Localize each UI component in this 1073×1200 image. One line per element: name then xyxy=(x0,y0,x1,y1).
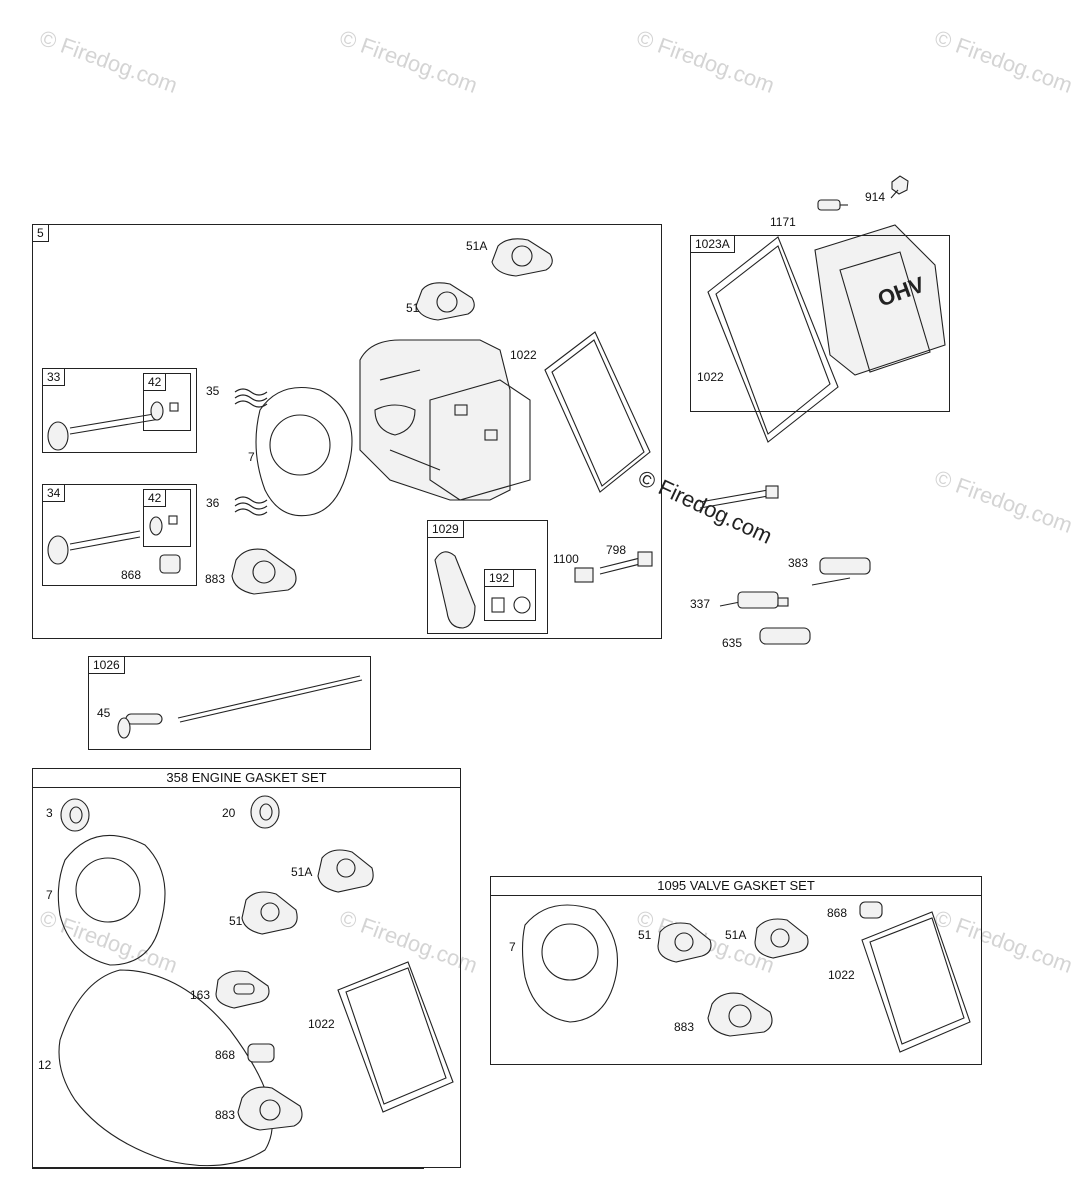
rocker-gasket-v1022-icon xyxy=(861,911,971,1053)
engine-gasket-set-box: 358 ENGINE GASKET SET xyxy=(32,768,461,1168)
label-e51a: 51A xyxy=(291,865,313,879)
label-914: 914 xyxy=(865,190,886,204)
valve-cover-icon: OHV xyxy=(814,224,946,376)
valve-keeper-42b-icon xyxy=(149,515,178,536)
head-bolt-icon xyxy=(699,485,779,509)
oil-seal-20-icon xyxy=(250,795,280,829)
group-box-1023a: 1023A xyxy=(690,235,950,412)
gasket-e51a-icon xyxy=(317,849,374,893)
tappet-45-icon xyxy=(117,713,163,739)
label-e163: 163 xyxy=(190,988,211,1002)
label-51a-top: 51A xyxy=(466,239,488,253)
group-box-192: 192 xyxy=(484,569,536,621)
valve-34-icon xyxy=(47,530,141,565)
valve-gasket-set-box: 1095 VALVE GASKET SET xyxy=(490,876,982,1065)
label-798: 798 xyxy=(606,543,627,557)
rocker-stud-798-icon xyxy=(599,551,653,575)
group-box-1026: 1026 xyxy=(88,656,371,750)
group-34-tag: 34 xyxy=(43,485,66,502)
label-e3: 3 xyxy=(46,806,53,820)
label-1171: 1171 xyxy=(770,215,796,229)
head-gasket-e7-icon xyxy=(57,834,166,966)
crankcase-gasket-12-icon xyxy=(58,969,273,1167)
label-v51a: 51A xyxy=(725,928,747,942)
gasket-v51a-icon xyxy=(754,918,809,959)
valve-spring-36-icon xyxy=(234,496,268,516)
valve-seal-868-icon xyxy=(159,554,181,574)
group-box-1029: 1029 xyxy=(427,520,548,634)
label-36: 36 xyxy=(206,496,220,510)
label-v7: 7 xyxy=(509,940,516,954)
sensor-383-icon xyxy=(811,557,871,586)
group-box-33: 33 xyxy=(42,368,197,453)
group-192-tag: 192 xyxy=(485,570,515,587)
label-7-head: 7 xyxy=(248,450,255,464)
head-gasket-v7-icon xyxy=(521,904,619,1023)
label-45: 45 xyxy=(97,706,111,720)
label-1100: 1100 xyxy=(553,552,579,566)
label-e868: 868 xyxy=(215,1048,236,1062)
valve-cover-gasket-icon xyxy=(707,236,839,443)
gasket-e883-icon xyxy=(237,1086,303,1131)
group-box-34: 34 xyxy=(42,484,197,586)
spark-plug-337-icon xyxy=(719,591,789,609)
valve-seal-e868-icon xyxy=(247,1043,275,1063)
gasket-e51-icon xyxy=(241,891,298,935)
rocker-cover-gasket-icon xyxy=(544,331,651,493)
label-883-head: 883 xyxy=(205,572,226,586)
group-box-5: 5 xyxy=(32,224,662,639)
rocker-gasket-e1022-icon xyxy=(337,961,454,1113)
label-e7: 7 xyxy=(46,888,53,902)
label-e883: 883 xyxy=(215,1108,236,1122)
label-1022-cover: 1022 xyxy=(697,370,724,384)
cylinder-head-icon xyxy=(359,339,531,501)
group-5-tag: 5 xyxy=(33,225,49,242)
label-35: 35 xyxy=(206,384,220,398)
label-1022-head: 1022 xyxy=(510,348,537,362)
gasket-883-icon xyxy=(231,548,297,595)
label-v1022: 1022 xyxy=(828,968,855,982)
label-51-top: 51 xyxy=(406,301,420,315)
bolt-914-icon xyxy=(890,175,909,199)
group-1023a-tag: 1023A xyxy=(691,236,735,253)
head-gasket-7-icon xyxy=(255,386,353,517)
label-v51: 51 xyxy=(638,928,652,942)
boot-635-icon xyxy=(759,627,811,645)
group-box-42a: 42 xyxy=(143,373,191,431)
label-e12: 12 xyxy=(38,1058,52,1072)
group-box-42b: 42 xyxy=(143,489,191,547)
valve-33-icon xyxy=(47,412,161,451)
group-33-tag: 33 xyxy=(43,369,66,386)
label-e51: 51 xyxy=(229,914,243,928)
rocker-nut-1100-icon xyxy=(574,567,594,583)
oil-seal-3-icon xyxy=(60,798,90,832)
breather-1171-icon xyxy=(817,199,848,211)
valve-keeper-42a-icon xyxy=(150,401,179,421)
label-383: 383 xyxy=(788,556,809,570)
label-v868: 868 xyxy=(827,906,848,920)
group-42b-tag: 42 xyxy=(144,490,167,507)
gasket-e163-icon xyxy=(215,970,270,1009)
push-rod-icon xyxy=(177,675,363,723)
group-1029-tag: 1029 xyxy=(428,521,464,538)
gasket-v51-icon xyxy=(657,922,712,963)
group-42a-tag: 42 xyxy=(144,374,167,391)
gasket-51a-icon xyxy=(491,238,553,277)
label-v883: 883 xyxy=(674,1020,695,1034)
gasket-51-icon xyxy=(415,282,475,321)
gasket-v883-icon xyxy=(707,992,773,1037)
label-e1022: 1022 xyxy=(308,1017,335,1031)
rocker-parts-192-icon xyxy=(491,596,531,614)
valve-gasket-set-title: 1095 VALVE GASKET SET xyxy=(491,877,981,896)
group-1026-tag: 1026 xyxy=(89,657,125,674)
engine-set-baseline xyxy=(32,1168,424,1169)
label-868-valve: 868 xyxy=(121,568,142,582)
engine-gasket-set-title: 358 ENGINE GASKET SET xyxy=(33,769,460,788)
label-635: 635 xyxy=(722,636,743,650)
rocker-arm-icon xyxy=(434,551,476,629)
label-e20: 20 xyxy=(222,806,236,820)
valve-seal-v868-icon xyxy=(859,901,883,919)
label-337: 337 xyxy=(690,597,711,611)
